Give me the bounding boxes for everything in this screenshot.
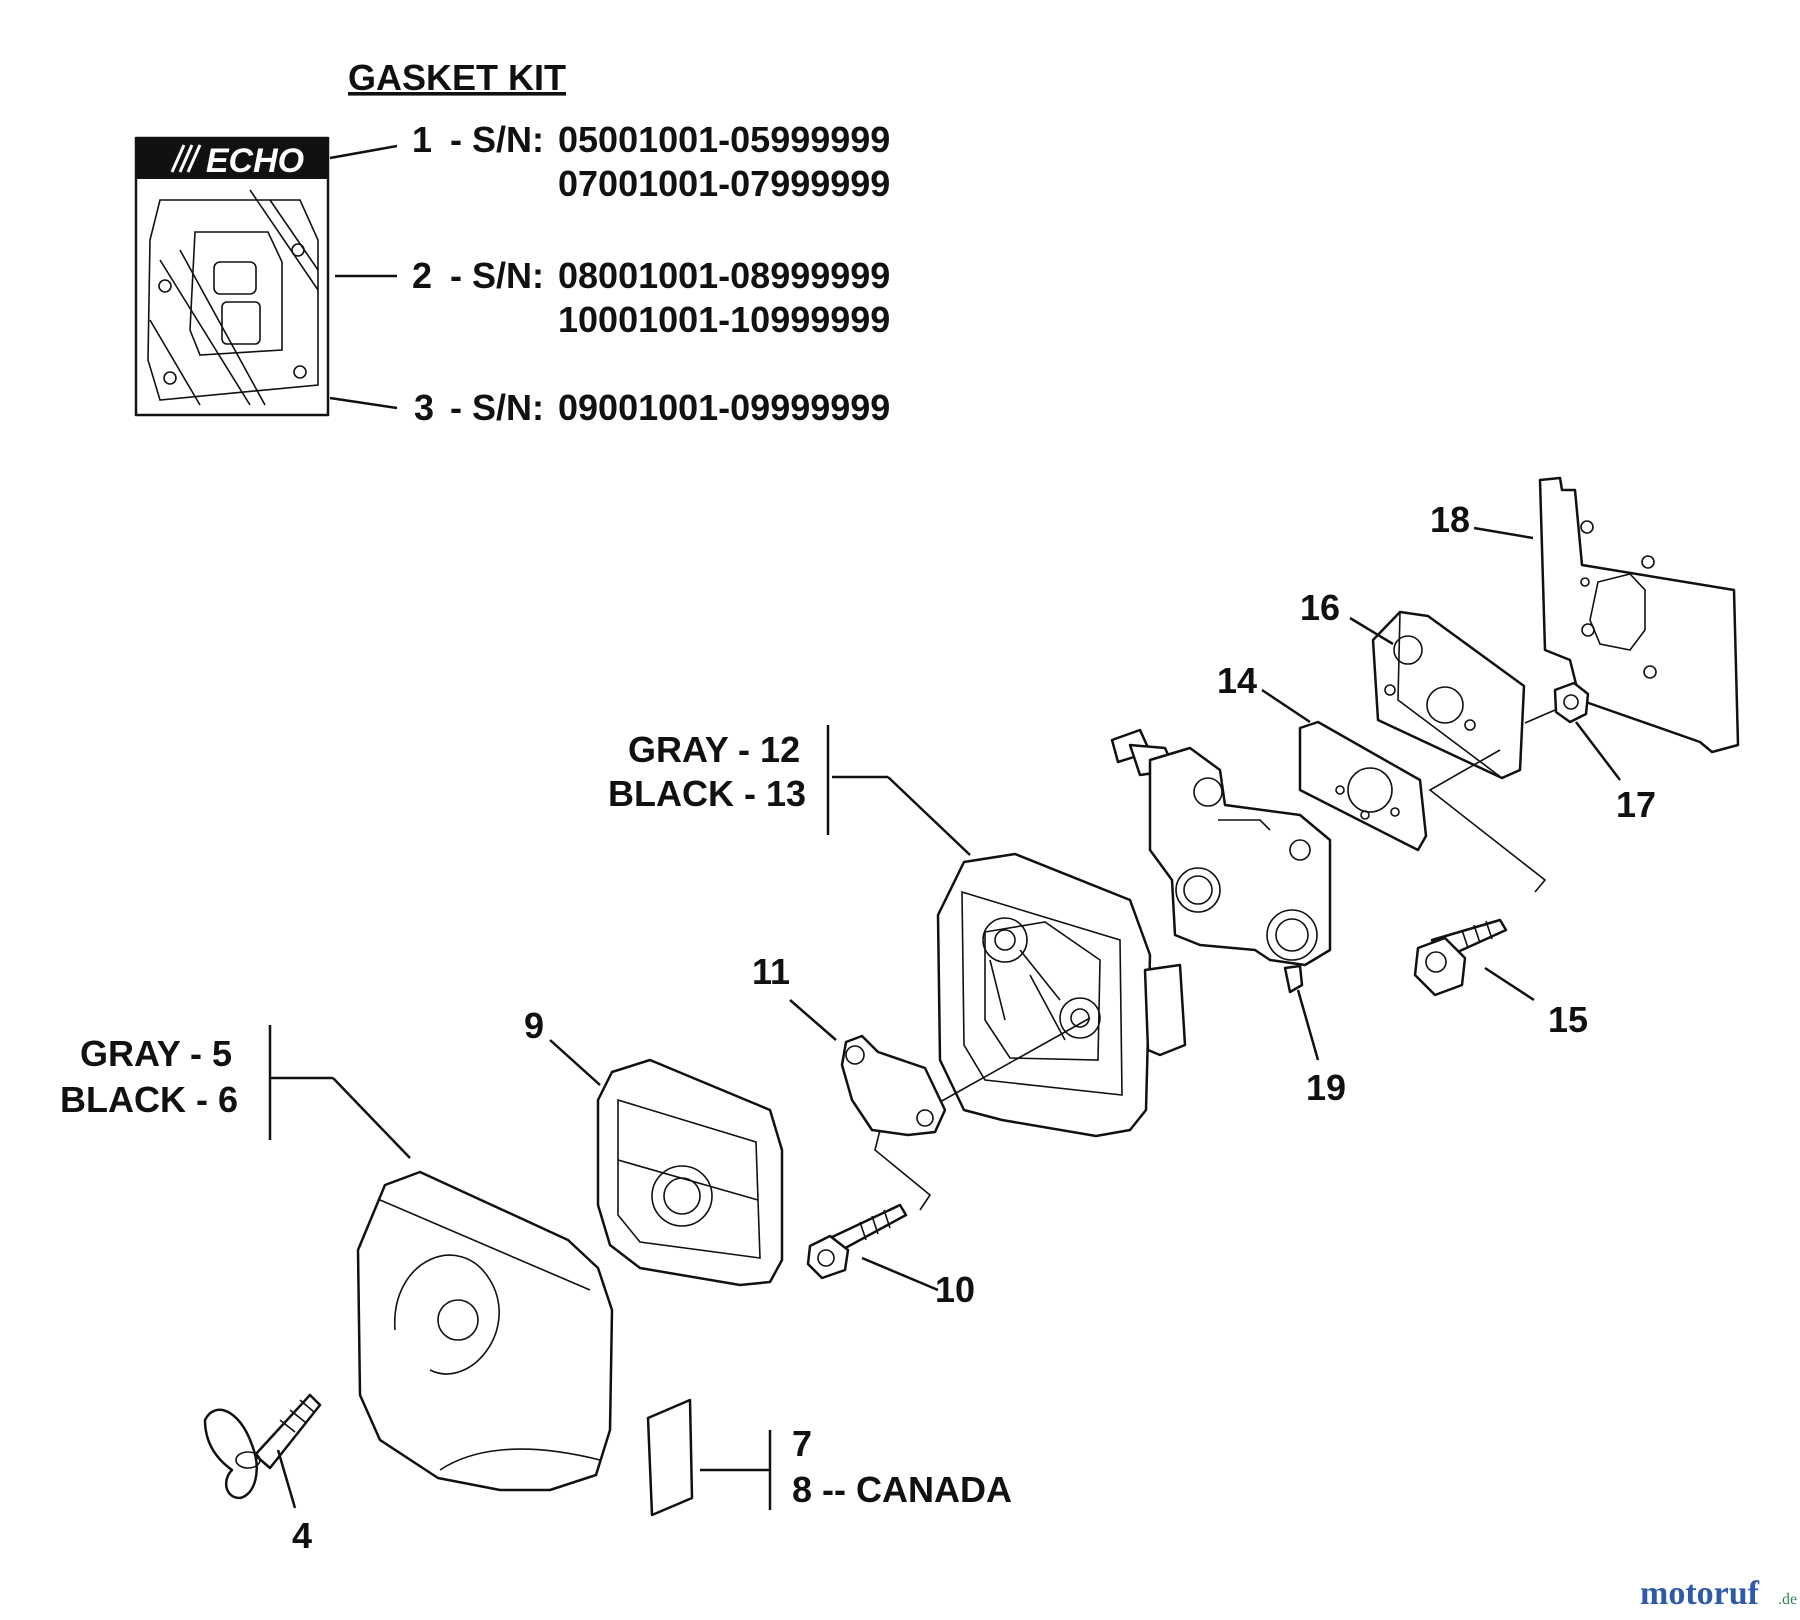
callout-11: 11 — [752, 951, 790, 992]
part-7-8-label — [646, 1398, 694, 1517]
callout-18: 18 — [1430, 499, 1470, 540]
part-14-gasket — [1298, 720, 1428, 852]
part-4-wing-bolt — [203, 1393, 322, 1500]
kit-sn-range: 09001001-09999999 — [558, 387, 890, 428]
gasket-kit-package: ECHO — [134, 136, 330, 417]
callout-black-13: BLACK - 13 — [608, 773, 806, 814]
callout-gray-5: GRAY - 5 — [80, 1033, 232, 1074]
callout-10: 10 — [935, 1269, 975, 1310]
watermark-text: motoruf — [1640, 1575, 1760, 1612]
part-12-13-case — [936, 852, 1187, 1138]
kit-sn-range: 08001001-08999999 — [558, 255, 890, 296]
gasket-kit-title: GASKET KIT — [348, 57, 566, 98]
part-17-nut — [1553, 681, 1590, 724]
part-15-bolt — [1413, 918, 1508, 997]
gasket-kit-entry-1: 1 - S/N: 05001001-05999999 07001001-0799… — [412, 119, 890, 204]
watermark-suffix: .de — [1778, 1591, 1797, 1608]
part-18-gasket — [1538, 476, 1740, 754]
callout-gray-12: GRAY - 12 — [628, 729, 800, 770]
gasket-kit-entry-3: 3 - S/N: 09001001-09999999 — [414, 387, 890, 428]
kit-number: 1 — [412, 119, 432, 160]
echo-logo: ECHO — [206, 142, 304, 180]
callout-9: 9 — [524, 1005, 544, 1046]
kit-sn-range: 05001001-05999999 — [558, 119, 890, 160]
kit-sn-range: 07001001-07999999 — [558, 163, 890, 204]
callout-16: 16 — [1300, 587, 1340, 628]
kit-number: 3 — [414, 387, 434, 428]
part-5-6-cover — [356, 1170, 614, 1492]
callout-17: 17 — [1616, 784, 1656, 825]
callout-14: 14 — [1217, 660, 1257, 701]
kit-sn-prefix: - S/N: — [450, 119, 544, 160]
part-9-filter — [596, 1058, 784, 1287]
callout-black-6: BLACK - 6 — [60, 1079, 238, 1120]
kit-number: 2 — [412, 255, 432, 296]
callout-7: 7 — [792, 1423, 812, 1464]
carburetor — [1110, 728, 1332, 994]
callout-19: 19 — [1306, 1067, 1346, 1108]
part-16-insulator — [1371, 610, 1526, 780]
callout-15: 15 — [1548, 999, 1588, 1040]
watermark: motoruf .de — [1640, 1575, 1797, 1612]
gasket-kit-entry-2: 2 - S/N: 08001001-08999999 10001001-1099… — [412, 255, 890, 340]
part-11-choke — [840, 1034, 947, 1137]
kit-sn-prefix: - S/N: — [450, 255, 544, 296]
kit-sn-range: 10001001-10999999 — [558, 299, 890, 340]
callout-8-canada: 8 -- CANADA — [792, 1469, 1012, 1510]
callout-4: 4 — [292, 1515, 312, 1556]
part-10-bolt — [806, 1203, 908, 1280]
kit-sn-prefix: - S/N: — [450, 387, 544, 428]
